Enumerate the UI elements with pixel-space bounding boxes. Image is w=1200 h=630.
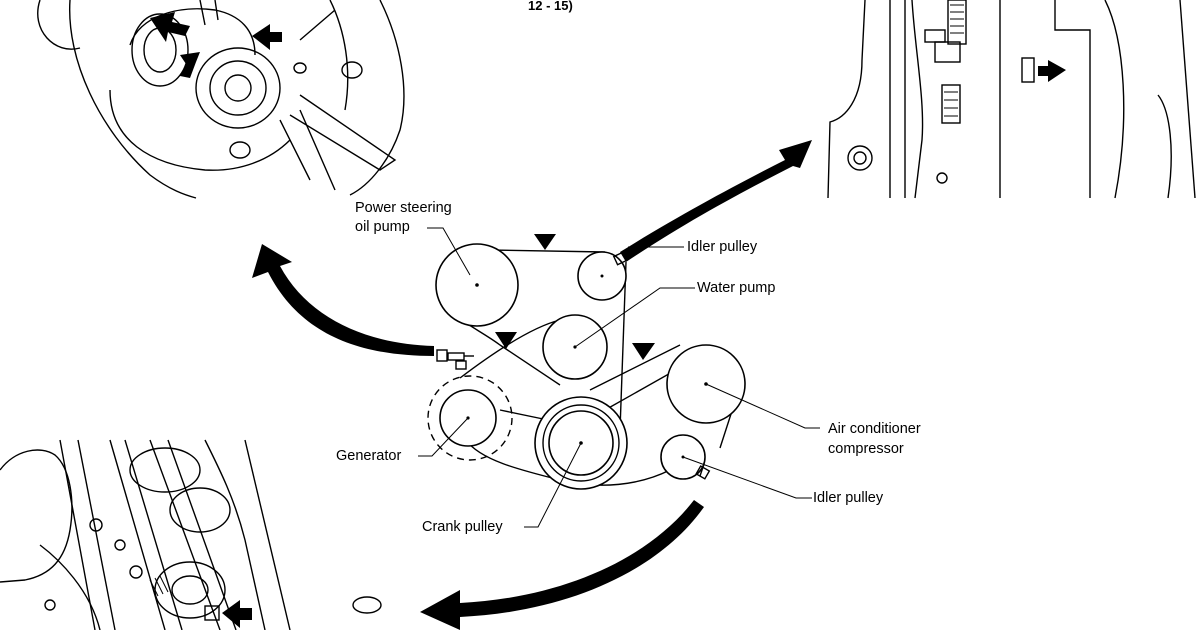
adjusting-bolt-icon: [436, 349, 474, 370]
label-compressor: compressor: [828, 441, 904, 457]
power-steering-pump-pulley: [435, 243, 519, 327]
belt-tension-mark-icon: [534, 234, 556, 250]
inset-top-right: [827, 0, 1196, 199]
idler-pulley-bottom: [660, 434, 711, 480]
label-water-pump: Water pump: [697, 280, 776, 296]
label-oil-pump: oil pump: [355, 219, 410, 235]
header-fragment: 12 - 15): [528, 0, 573, 13]
label-idler-pulley-bottom: Idler pulley: [813, 490, 884, 506]
direction-arrow-icon: [420, 500, 704, 630]
belt-tension-mark-icon: [632, 343, 655, 360]
direction-arrow-icon: [252, 244, 434, 356]
label-power-steering: Power steering: [355, 200, 452, 216]
direction-arrow-icon: [620, 140, 812, 262]
inset-top-left: [37, 0, 405, 199]
label-idler-pulley-top: Idler pulley: [687, 239, 758, 255]
belt-tension-mark-icon: [495, 332, 517, 349]
label-air-conditioner: Air conditioner: [828, 421, 921, 437]
idler-pulley-top: [577, 251, 628, 301]
inset-bottom-left: [0, 439, 291, 630]
leader-lines: [418, 227, 820, 528]
label-generator: Generator: [336, 448, 402, 464]
access-plug: [352, 596, 382, 614]
label-crank-pulley: Crank pulley: [422, 519, 503, 535]
adjusting-bolt-icon: [695, 465, 711, 480]
adjusting-bolt-icon: [612, 251, 628, 266]
